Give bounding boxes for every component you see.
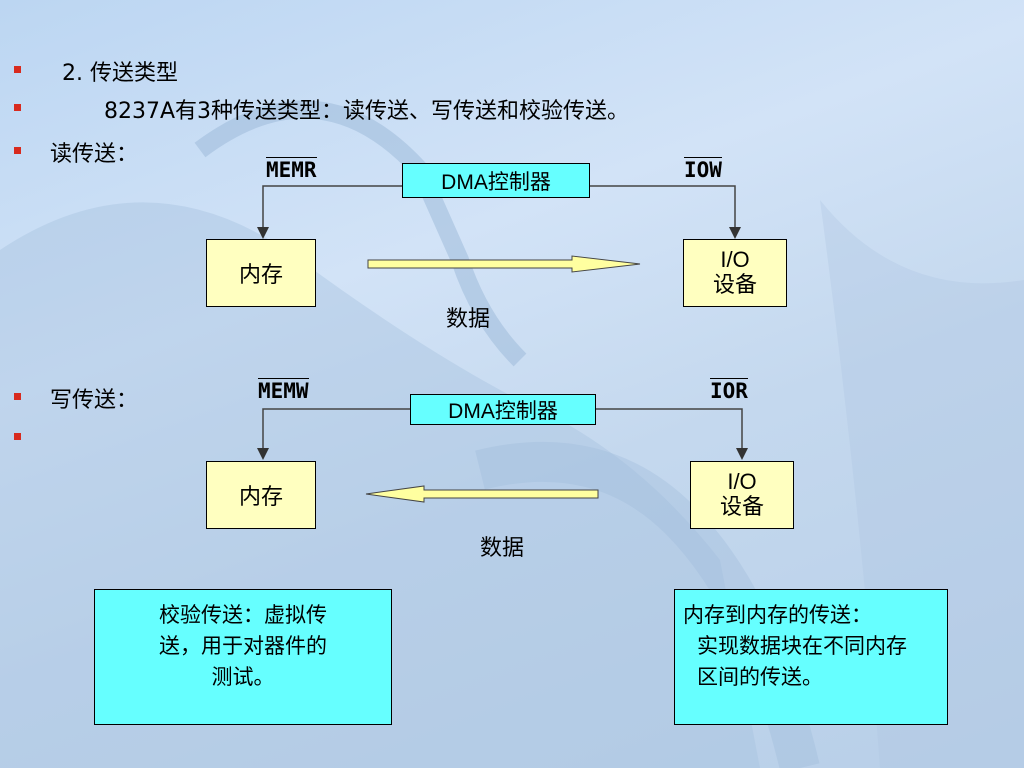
read-io-device-box: I/O 设备 [683, 239, 787, 307]
read-device-label: 设备 [712, 273, 757, 298]
write-data-arrow [365, 485, 599, 503]
read-memory-box: 内存 [206, 239, 316, 307]
write-memw-wire [257, 408, 410, 460]
bullet-marker-4 [14, 393, 21, 400]
bullet-marker-3 [14, 147, 21, 154]
transfer-types-summary: 8237A有3种传送类型：读传送、写传送和校验传送。 [104, 99, 630, 124]
memory-to-memory-body: 实现数据块在不同内存区间的传送。 [697, 634, 907, 689]
write-dma-controller: DMA控制器 [410, 394, 596, 425]
heading-transfer-types: 2. 传送类型 [62, 61, 178, 86]
write-transfer-label: 写传送： [50, 388, 139, 413]
write-ior-signal: IOR [710, 378, 748, 403]
read-io-label: I/O [720, 247, 750, 272]
read-transfer-label: 读传送： [50, 142, 139, 167]
write-memw-signal: MEMW [258, 378, 309, 403]
write-ior-wire [596, 408, 748, 460]
read-data-label: 数据 [446, 307, 491, 332]
bullet-marker-5 [14, 433, 21, 440]
read-data-arrow [367, 255, 641, 273]
read-memr-wire [257, 185, 402, 239]
write-io-label: I/O [727, 469, 757, 494]
verify-transfer-title: 校验传送： [159, 603, 264, 627]
bullet-marker-2 [14, 104, 21, 111]
memory-to-memory-title: 内存到内存的传送： [683, 603, 872, 627]
read-memr-signal: MEMR [266, 157, 317, 182]
read-iow-wire [590, 185, 741, 239]
verify-transfer-body: 虚拟传送，用于对器件的测试。 [159, 603, 327, 689]
bullet-marker-1 [14, 66, 21, 73]
read-iow-signal: IOW [684, 157, 722, 182]
write-data-label: 数据 [480, 536, 525, 561]
write-device-label: 设备 [719, 495, 764, 520]
read-dma-controller: DMA控制器 [402, 163, 590, 198]
verify-transfer-note: 校验传送：虚拟传送，用于对器件的测试。 [94, 589, 392, 725]
memory-to-memory-note: 内存到内存的传送： 实现数据块在不同内存区间的传送。 [674, 589, 948, 725]
write-memory-box: 内存 [206, 461, 316, 529]
write-io-device-box: I/O 设备 [690, 461, 794, 529]
